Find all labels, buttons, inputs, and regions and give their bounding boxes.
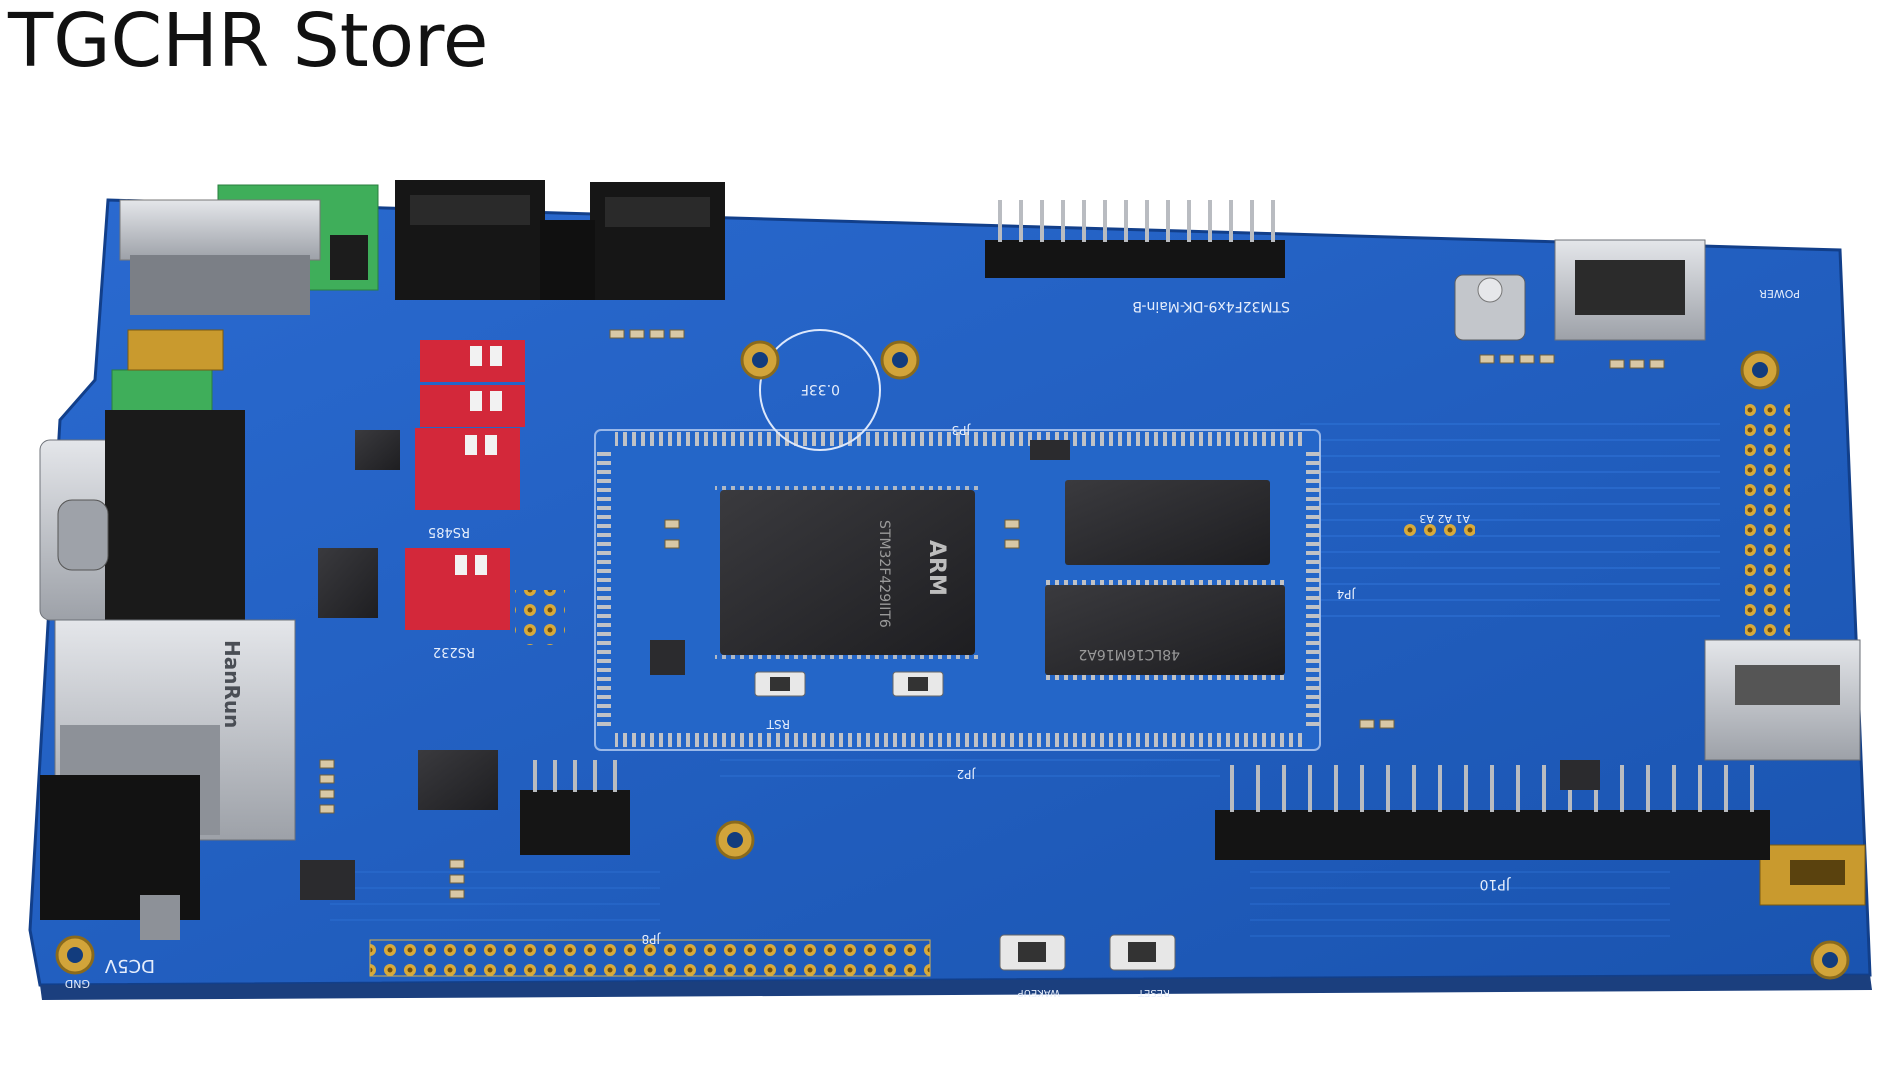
ic-u6 bbox=[318, 548, 378, 618]
j14-header bbox=[1400, 520, 1475, 540]
mcu-chip bbox=[720, 490, 975, 655]
top-pin-header bbox=[985, 240, 1285, 278]
jp10-pin-header bbox=[1215, 810, 1770, 860]
jp8-gold-header bbox=[369, 939, 931, 977]
module-name-label: STM32F4x9-DK-Main-B bbox=[1132, 298, 1290, 314]
store-title: TGCHR Store bbox=[8, 0, 489, 84]
joystick[interactable] bbox=[1454, 274, 1526, 341]
jp2-label: JP2 bbox=[957, 767, 976, 781]
reset-label: RESET bbox=[1137, 987, 1170, 998]
jp11-header bbox=[515, 590, 565, 645]
rs232-label: RS232 bbox=[433, 644, 475, 659]
ic-u5 bbox=[418, 750, 498, 810]
jp3-label: JP3 bbox=[952, 423, 971, 437]
jp4-label: JP4 bbox=[1337, 587, 1356, 601]
ethernet-brand-label: HanRun bbox=[220, 640, 244, 728]
mcu-brand-label: ARM bbox=[924, 540, 949, 596]
jp10-label: JP10 bbox=[1480, 876, 1511, 892]
dc5v-label: DC5V bbox=[104, 955, 155, 976]
power-label: POWER bbox=[1759, 287, 1800, 300]
gnd-label: GND bbox=[65, 977, 90, 990]
sdram-chip bbox=[1045, 585, 1285, 675]
usb-a-connector-top bbox=[119, 199, 321, 261]
sram-chip bbox=[1065, 480, 1270, 565]
mcu-part-label: STM32F429IIT6 bbox=[876, 520, 892, 628]
jp1-jumper bbox=[520, 790, 630, 855]
jp8-label: JP8 bbox=[642, 932, 661, 946]
ic-rs485 bbox=[355, 430, 400, 470]
supercap-label: 0.33F bbox=[801, 381, 840, 397]
rs485-label: RS485 bbox=[428, 524, 470, 539]
right-gold-header bbox=[1745, 400, 1790, 640]
rst-label: RST bbox=[766, 717, 790, 731]
supercap-outline bbox=[759, 329, 881, 451]
wakeup-label: WAKEUP bbox=[1018, 987, 1060, 998]
mini-usb-top bbox=[127, 329, 224, 371]
sdram-part-label: 48LC16M16A2 bbox=[1078, 646, 1180, 662]
